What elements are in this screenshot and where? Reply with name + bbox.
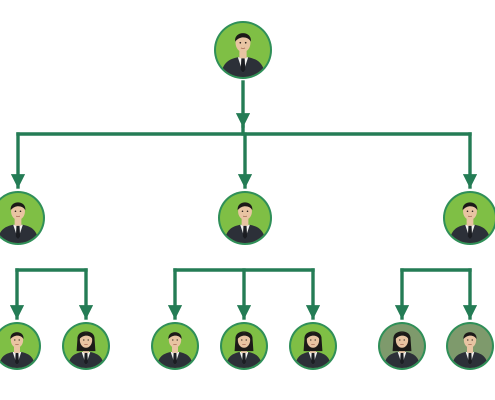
connector-manager-right — [394, 268, 478, 320]
connector-root — [10, 80, 478, 189]
connector-layer — [9, 80, 478, 320]
node-staff-6 — [378, 322, 426, 370]
node-staff-2 — [62, 322, 110, 370]
node-staff-4 — [220, 322, 268, 370]
node-root — [214, 21, 272, 79]
node-manager-left — [0, 191, 45, 245]
node-staff-5 — [289, 322, 337, 370]
node-staff-3 — [151, 322, 199, 370]
node-manager-center — [218, 191, 272, 245]
node-manager-right — [443, 191, 495, 245]
connector-manager-center — [167, 268, 321, 320]
node-staff-1 — [0, 322, 41, 370]
connector-manager-left — [9, 268, 94, 320]
node-staff-7 — [446, 322, 494, 370]
node-layer — [0, 21, 495, 370]
